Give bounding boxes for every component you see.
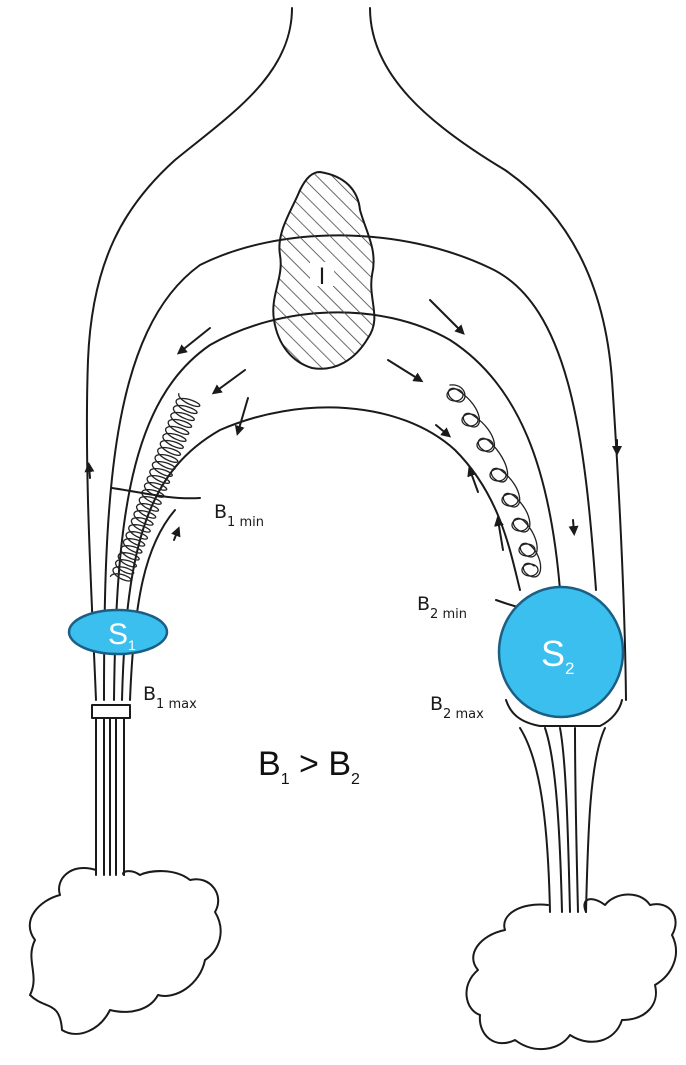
helix-coil <box>111 394 200 581</box>
loop-field-line-3 <box>122 407 520 700</box>
flow-arrow-2 <box>215 370 245 392</box>
flow-arrow-4 <box>430 300 462 332</box>
flow-arrow-3 <box>238 398 248 432</box>
left-footpoint-tube <box>92 705 130 875</box>
field-relation-label: B1 > B2 <box>258 745 360 788</box>
flow-arrow-6 <box>436 425 448 435</box>
b2max-label: B2 max <box>430 693 484 722</box>
field-arrow-inner-right <box>573 520 574 532</box>
right-footpoint-blob <box>466 894 675 1049</box>
b2min-label: B2 min <box>417 593 467 622</box>
intrusion-label: I <box>319 265 326 290</box>
left-footpoint-blob <box>30 868 221 1034</box>
right-gyration-orbit <box>447 385 541 577</box>
loop-field-line-4 <box>130 510 175 700</box>
field-arrow-left <box>89 466 90 478</box>
flow-arrow-5 <box>388 360 420 380</box>
right-footpoint-tube <box>506 700 622 912</box>
field-arrow-inner-left <box>174 530 178 540</box>
b1min-label: B1 min <box>214 501 264 530</box>
left-helical-orbit <box>111 394 200 581</box>
b1max-label: B1 max <box>143 683 197 712</box>
